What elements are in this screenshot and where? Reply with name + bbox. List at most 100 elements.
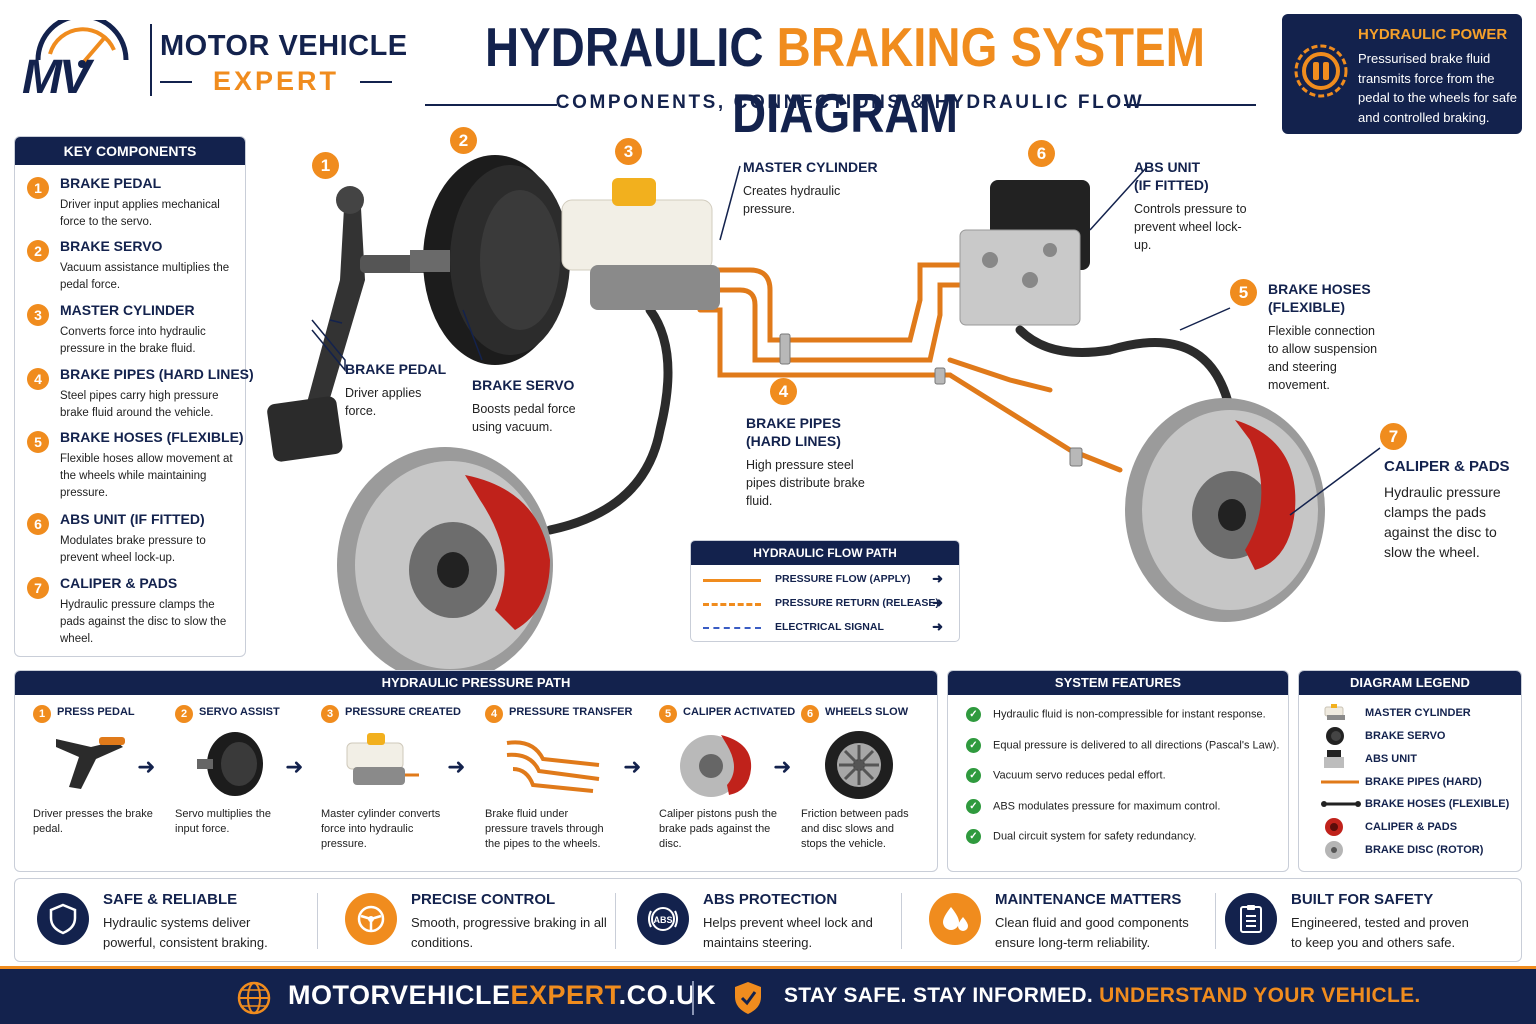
key-component-number: 2 <box>27 240 49 262</box>
brake-pipes-icon <box>506 740 600 793</box>
logo-text: MV <box>22 51 91 104</box>
callout-number: 4 <box>770 378 797 405</box>
key-component-desc: Converts force into hydraulic pressure i… <box>60 326 206 355</box>
feature-row: ✓ Hydraulic fluid is non-compressible for… <box>966 707 1286 722</box>
callout-name: BRAKE SERVO <box>472 377 575 393</box>
legend-label: BRAKE DISC (ROTOR) <box>1365 844 1484 856</box>
callout-number: 1 <box>312 152 339 179</box>
feature-card: BUILT FOR SAFETY Engineered, tested and … <box>1225 879 1515 963</box>
step-desc: Master cylinder converts force into hydr… <box>321 808 441 850</box>
key-component-desc: Modulates brake pressure to prevent whee… <box>60 535 206 564</box>
brand-logo: MV <box>20 13 144 104</box>
flow-line-solid <box>703 579 761 582</box>
pressure-path-heading: HYDRAULIC PRESSURE PATH <box>15 671 937 695</box>
flow-row-release: PRESSURE RETURN (RELEASE) ➜ <box>703 595 953 612</box>
footer-website-link[interactable]: MOTORVEHICLEEXPERT.CO.UK <box>288 980 716 1011</box>
feature-text: Helps prevent wheel lock and maintains s… <box>703 915 873 950</box>
abs-icon: ABS <box>637 893 689 945</box>
feature-title: SAFE & RELIABLE <box>103 891 238 908</box>
callout-desc: Creates hydraulic pressure. <box>743 184 841 216</box>
flow-label: ELECTRICAL SIGNAL <box>775 621 884 633</box>
key-component-number: 1 <box>27 177 49 199</box>
flow-path-legend: HYDRAULIC FLOW PATH PRESSURE FLOW (APPLY… <box>690 540 960 642</box>
check-icon: ✓ <box>966 707 981 722</box>
subtitle-rule-left <box>425 104 557 106</box>
step-desc: Caliper pistons push the brake pads agai… <box>659 808 778 850</box>
brake-hose-icon <box>1321 801 1361 807</box>
key-component-desc: Vacuum assistance multiplies the pedal f… <box>60 262 230 291</box>
callout-number: 6 <box>1028 140 1055 167</box>
legend-label: BRAKE SERVO <box>1365 730 1446 742</box>
system-features-heading: SYSTEM FEATURES <box>948 671 1288 695</box>
legend-label: BRAKE HOSES (FLEXIBLE) <box>1365 798 1510 810</box>
key-component-number: 5 <box>27 431 49 453</box>
feature-divider <box>1215 893 1216 949</box>
braking-system-illustration <box>267 155 1381 670</box>
system-features-panel: SYSTEM FEATURES ✓ Hydraulic fluid is non-… <box>947 670 1289 872</box>
callout-number: 2 <box>450 127 477 154</box>
hydraulic-power-box: HYDRAULIC POWER Pressurised brake fluid … <box>1282 14 1522 134</box>
checklist-icon <box>1225 893 1277 945</box>
title-part-1: HYDRAULIC <box>484 16 777 78</box>
footer-url-part-3: .CO.UK <box>618 980 717 1010</box>
legend-label: CALIPER & PADS <box>1365 821 1458 833</box>
step-number: 1 <box>33 705 51 723</box>
legend-row: ABS UNIT <box>1321 749 1521 769</box>
footer-divider <box>692 981 694 1015</box>
step-number: 5 <box>659 705 677 723</box>
feature-row: ✓Vacuum servo reduces pedal effort. <box>966 768 1286 783</box>
feature-text: Clean fluid and good components ensure l… <box>995 915 1189 950</box>
step-number: 4 <box>485 705 503 723</box>
callout-caliper-pads: CALIPER & PADS Hydraulic pressure clamps… <box>1384 458 1524 562</box>
step-desc: Brake fluid under pressure travels throu… <box>485 808 604 850</box>
abs-unit-art <box>959 180 1090 326</box>
right-brake-disc-art <box>1125 398 1325 622</box>
svg-text:ABS: ABS <box>653 915 672 925</box>
step-number: 3 <box>321 705 339 723</box>
feature-text: Hydraulic fluid is non-compressible for … <box>993 708 1266 721</box>
callout-master-cylinder: MASTER CYLINDER Creates hydraulic pressu… <box>743 158 883 218</box>
feature-text: Equal pressure is delivered to all direc… <box>993 739 1280 752</box>
callout-brake-pipes: BRAKE PIPES (HARD LINES) High pressure s… <box>746 414 876 510</box>
callout-abs-unit: ABS UNIT (IF FITTED) Controls pressure t… <box>1134 158 1254 254</box>
callout-desc: Hydraulic pressure clamps the pads again… <box>1384 484 1501 560</box>
feature-title: MAINTENANCE MATTERS <box>995 891 1182 908</box>
brake-servo-art <box>410 155 570 365</box>
flow-path-heading: HYDRAULIC FLOW PATH <box>691 541 959 565</box>
flow-label: PRESSURE FLOW (APPLY) <box>775 573 911 585</box>
arrow-right-icon: ➜ <box>932 619 943 634</box>
callout-name-line-1: ABS UNIT <box>1134 159 1201 175</box>
globe-icon <box>237 981 271 1015</box>
callout-leaders <box>311 165 1381 516</box>
step-name: PRESSURE TRANSFER <box>509 706 633 718</box>
brake-pipes <box>697 262 1123 473</box>
step-number: 6 <box>801 705 819 723</box>
key-component-name: MASTER CYLINDER <box>60 302 195 318</box>
arrow-right-icon: ➜ <box>773 755 792 780</box>
arrow-right-icon: ➜ <box>447 755 466 780</box>
callout-brake-pedal: BRAKE PEDAL Driver applies force. <box>345 360 455 420</box>
master-cylinder-art <box>561 178 720 310</box>
hydraulic-power-text: Pressurised brake fluid transmits force … <box>1358 51 1517 125</box>
key-component-number: 6 <box>27 513 49 535</box>
feature-title: PRECISE CONTROL <box>411 891 556 908</box>
key-component-name: BRAKE PIPES (HARD LINES) <box>60 366 254 382</box>
step-desc: Servo multiplies the input force. <box>175 808 271 835</box>
fluid-drops-icon <box>929 893 981 945</box>
footer-url-part-2: EXPERT <box>510 980 619 1010</box>
callout-number: 5 <box>1230 279 1257 306</box>
legend-row: BRAKE SERVO <box>1321 726 1521 746</box>
callout-number: 7 <box>1380 423 1407 450</box>
callout-desc: Boosts pedal force using vacuum. <box>472 402 576 434</box>
subtitle-rule-right <box>1124 104 1256 106</box>
key-components-heading: KEY COMPONENTS <box>15 137 245 165</box>
feature-text: Hydraulic systems deliver powerful, cons… <box>103 915 268 950</box>
footer-slogan-part-1: STAY SAFE. STAY INFORMED. <box>784 984 1100 1007</box>
flow-line-dashdot <box>703 603 761 606</box>
brake-pedal-art <box>267 186 440 462</box>
key-component-name: CALIPER & PADS <box>60 575 178 591</box>
brake-pipe-icon <box>1321 780 1359 784</box>
callout-name: BRAKE PEDAL <box>345 361 447 377</box>
callout-name-line-1: BRAKE PIPES <box>746 415 841 431</box>
callout-name-line-1: BRAKE HOSES <box>1268 281 1371 297</box>
